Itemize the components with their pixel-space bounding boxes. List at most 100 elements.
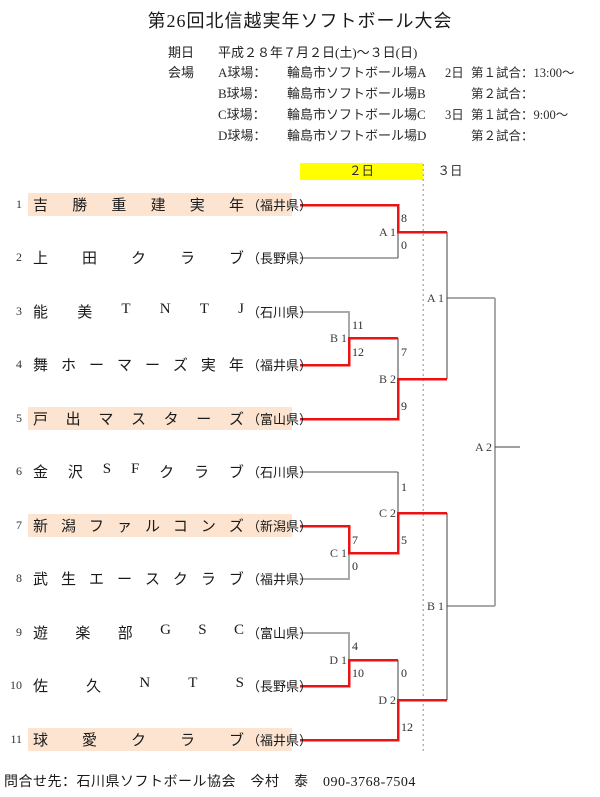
match-label-b1: B 1 bbox=[329, 331, 347, 345]
schedule-row: 第２試合： bbox=[445, 83, 534, 102]
match-label-a1: A 1 bbox=[378, 225, 396, 239]
day2-column-header: ２日 bbox=[300, 163, 423, 180]
schedule-text: 第２試合： bbox=[471, 129, 534, 143]
score-c1-top: 7 bbox=[352, 533, 358, 547]
team-prefecture: （福井県） bbox=[247, 733, 313, 748]
team-prefecture: （福井県） bbox=[247, 358, 313, 373]
venue-field-a: A球場： bbox=[218, 65, 267, 80]
team-row: 4 舞ホーマーズ実年（福井県） bbox=[0, 353, 312, 376]
team-row: 11 球愛クラブ（福井県） bbox=[0, 728, 312, 751]
score-b1-bottom: 12 bbox=[352, 345, 364, 359]
team-name: 吉勝重建実年 bbox=[33, 198, 244, 214]
score-d2-top: 0 bbox=[401, 666, 407, 680]
match-label-b2: B 2 bbox=[378, 372, 396, 386]
contact-info: 問合せ先：石川県ソフトボール協会 今村 泰 090-3768-7504 bbox=[4, 775, 416, 790]
match-label-d2: D 2 bbox=[378, 693, 396, 707]
venue-name-a: 輪島市ソフトボール場A bbox=[287, 65, 427, 80]
team-prefecture: （新潟県） bbox=[247, 519, 313, 534]
team-number: 9 bbox=[16, 625, 22, 639]
team-number: 7 bbox=[16, 518, 22, 532]
match-label-a1-day3: A 1 bbox=[426, 291, 444, 305]
team-number: 3 bbox=[16, 304, 22, 318]
team-label: 上田クラブ（長野県） bbox=[28, 246, 312, 269]
score-a1-top: 8 bbox=[401, 211, 407, 225]
match-label-c2: C 2 bbox=[378, 506, 396, 520]
venue-label: 会場 bbox=[168, 65, 195, 80]
venue-name-b: 輪島市ソフトボール場B bbox=[287, 86, 426, 101]
team-prefecture: （富山県） bbox=[247, 626, 313, 641]
team-prefecture: （石川県） bbox=[247, 465, 313, 480]
score-c1-bottom: 0 bbox=[352, 559, 358, 573]
team-label: 球愛クラブ（福井県） bbox=[28, 728, 312, 751]
team-number: 8 bbox=[16, 571, 22, 585]
match-label-d1: D 1 bbox=[329, 653, 347, 667]
score-d2-bottom: 12 bbox=[401, 720, 413, 734]
venue-name-c: 輪島市ソフトボール場C bbox=[287, 107, 426, 122]
schedule-text: 第１試合：9:00～ bbox=[471, 108, 569, 122]
winner-path-lines bbox=[300, 203, 447, 742]
team-label: 吉勝重建実年（福井県） bbox=[28, 193, 312, 216]
team-row: 8 武生エースクラブ（福井県） bbox=[0, 567, 312, 590]
team-number: 11 bbox=[10, 732, 22, 746]
page-title: 第26回北信越実年ソフトボール大会 bbox=[147, 11, 453, 31]
day3-column-header: ３日 bbox=[437, 164, 463, 178]
team-prefecture: （富山県） bbox=[247, 412, 313, 427]
schedule-text: 第２試合： bbox=[471, 87, 534, 101]
team-row: 7 新潟ファルコンズ（新潟県） bbox=[0, 514, 312, 537]
bracket-junction-lines bbox=[397, 232, 520, 700]
team-row: 2 上田クラブ（長野県） bbox=[0, 246, 312, 269]
team-label: 舞ホーマーズ実年（福井県） bbox=[28, 353, 312, 376]
team-name: 球愛クラブ bbox=[33, 733, 244, 749]
team-prefecture: （石川県） bbox=[247, 305, 313, 320]
team-prefecture: （長野県） bbox=[247, 679, 313, 694]
schedule-row: 2日第１試合：13:00～ bbox=[445, 62, 574, 81]
team-name: 上田クラブ bbox=[33, 251, 244, 267]
team-number: 4 bbox=[16, 357, 22, 371]
team-name: 舞ホーマーズ実年 bbox=[33, 358, 244, 374]
date-label: 期日 bbox=[168, 45, 195, 60]
team-number: 5 bbox=[16, 411, 22, 425]
score-d1-top: 4 bbox=[352, 639, 358, 653]
team-label: 新潟ファルコンズ（新潟県） bbox=[28, 514, 312, 537]
team-prefecture: （福井県） bbox=[247, 198, 313, 213]
team-label: 武生エースクラブ（福井県） bbox=[28, 567, 312, 590]
team-number: 1 bbox=[16, 197, 22, 211]
match-label-a2-final: A 2 bbox=[474, 440, 492, 454]
team-row: 1 吉勝重建実年（福井県） bbox=[0, 193, 312, 216]
team-number: 10 bbox=[10, 678, 22, 692]
schedule-row: 第２試合： bbox=[445, 125, 534, 144]
team-prefecture: （福井県） bbox=[247, 572, 313, 587]
venue-name-d: 輪島市ソフトボール場D bbox=[287, 128, 427, 143]
team-prefecture: （長野県） bbox=[247, 251, 313, 266]
schedule-day: 2日 bbox=[445, 66, 464, 80]
venue-field-b: B球場： bbox=[218, 86, 266, 101]
match-label-b1-day3: B 1 bbox=[426, 599, 444, 613]
score-b2-bottom: 9 bbox=[401, 399, 407, 413]
score-b2-top: 7 bbox=[401, 345, 407, 359]
date-value: 平成２８年７月２日(土)～３日(日) bbox=[218, 45, 418, 60]
bracket-gray-lines bbox=[300, 257, 496, 660]
match-label-c1: C 1 bbox=[329, 546, 347, 560]
schedule-row: 3日第１試合：9:00～ bbox=[445, 104, 568, 123]
schedule-text: 第１試合：13:00～ bbox=[471, 66, 575, 80]
schedule-day: 3日 bbox=[445, 108, 464, 122]
team-name: 新潟ファルコンズ bbox=[33, 519, 244, 535]
score-d1-bottom: 10 bbox=[352, 666, 364, 680]
score-a1-bottom: 0 bbox=[401, 238, 407, 252]
team-number: 2 bbox=[16, 250, 22, 264]
score-b1-top: 11 bbox=[352, 318, 364, 332]
